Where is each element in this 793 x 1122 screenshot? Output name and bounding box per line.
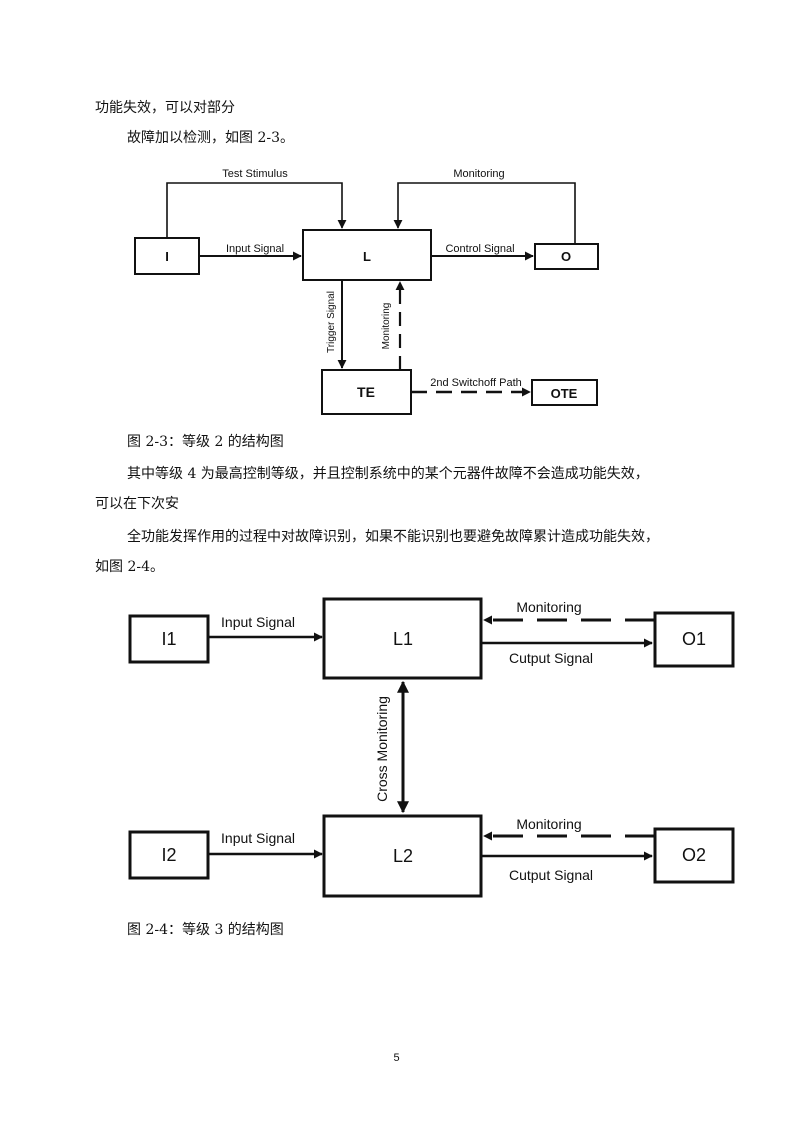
- diagram-2-4-text: I1 L1 O1 I2 L2 O2 Input Signal Monitorin…: [161, 599, 706, 883]
- input-signal-2-label: Input Signal: [221, 830, 295, 846]
- figure-caption-2-3: 图 2-3：等级 2 的结构图: [127, 434, 284, 450]
- diagram-2-3: [134, 182, 599, 415]
- monitoring-vertical-label: Monitoring: [381, 303, 392, 350]
- control-signal-label: Control Signal: [445, 243, 514, 255]
- switchoff-label: 2nd Switchoff Path: [430, 377, 522, 389]
- box-o-label: O: [561, 249, 571, 264]
- diagram-2-3-text: I L O TE OTE Test Stimulus Monitoring In…: [165, 168, 577, 401]
- figure-caption-2-4: 图 2-4：等级 3 的结构图: [127, 922, 284, 938]
- box-l-label: L: [363, 249, 371, 264]
- output-signal-2-label: Cutput Signal: [509, 867, 593, 883]
- paragraph-line-6: 如图 2-4。: [95, 559, 164, 575]
- box-i-label: I: [165, 249, 169, 264]
- box-l2-label: L2: [393, 846, 413, 866]
- page-number: 5: [393, 1052, 400, 1064]
- test-stimulus-label: Test Stimulus: [222, 168, 288, 180]
- box-ote-label: OTE: [551, 386, 578, 401]
- input-signal-1-label: Input Signal: [221, 614, 295, 630]
- box-o1-label: O1: [682, 629, 706, 649]
- monitoring-1-label: Monitoring: [516, 599, 581, 615]
- box-i1-label: I1: [161, 629, 176, 649]
- input-signal-label: Input Signal: [226, 243, 284, 255]
- paragraph-line-4: 可以在下次安: [95, 496, 179, 512]
- box-ote: [531, 379, 598, 406]
- paragraph-line-3: 其中等级 4 为最高控制等级，并且控制系统中的某个元器件故障不会造成功能失效，: [127, 466, 649, 482]
- box-te-label: TE: [357, 384, 375, 400]
- test-stimulus-arrow: [166, 182, 347, 238]
- box-i2-label: I2: [161, 845, 176, 865]
- paragraph-line-5: 全功能发挥作用的过程中对故障识别，如果不能识别也要避免故障累计造成功能失效，: [127, 529, 659, 545]
- box-i1: [128, 614, 210, 664]
- box-o1: [653, 611, 735, 668]
- monitoring-top-label: Monitoring: [453, 168, 504, 180]
- box-l1-label: L1: [393, 629, 413, 649]
- box-o2: [653, 827, 735, 884]
- monitoring-top-arrow: [393, 182, 576, 244]
- cross-monitoring-label: Cross Monitoring: [374, 696, 390, 802]
- box-l1: [322, 597, 483, 680]
- monitoring-2-label: Monitoring: [516, 816, 581, 832]
- box-o: [534, 243, 599, 270]
- trigger-signal-label: Trigger Signal: [326, 291, 337, 353]
- paragraph-line-2: 故障加以检测，如图 2-3。: [127, 130, 294, 146]
- output-signal-1-label: Cutput Signal: [509, 650, 593, 666]
- paragraph-line-1: 功能失效，可以对部分: [95, 100, 235, 116]
- diagram-2-4: [128, 597, 735, 898]
- box-o2-label: O2: [682, 845, 706, 865]
